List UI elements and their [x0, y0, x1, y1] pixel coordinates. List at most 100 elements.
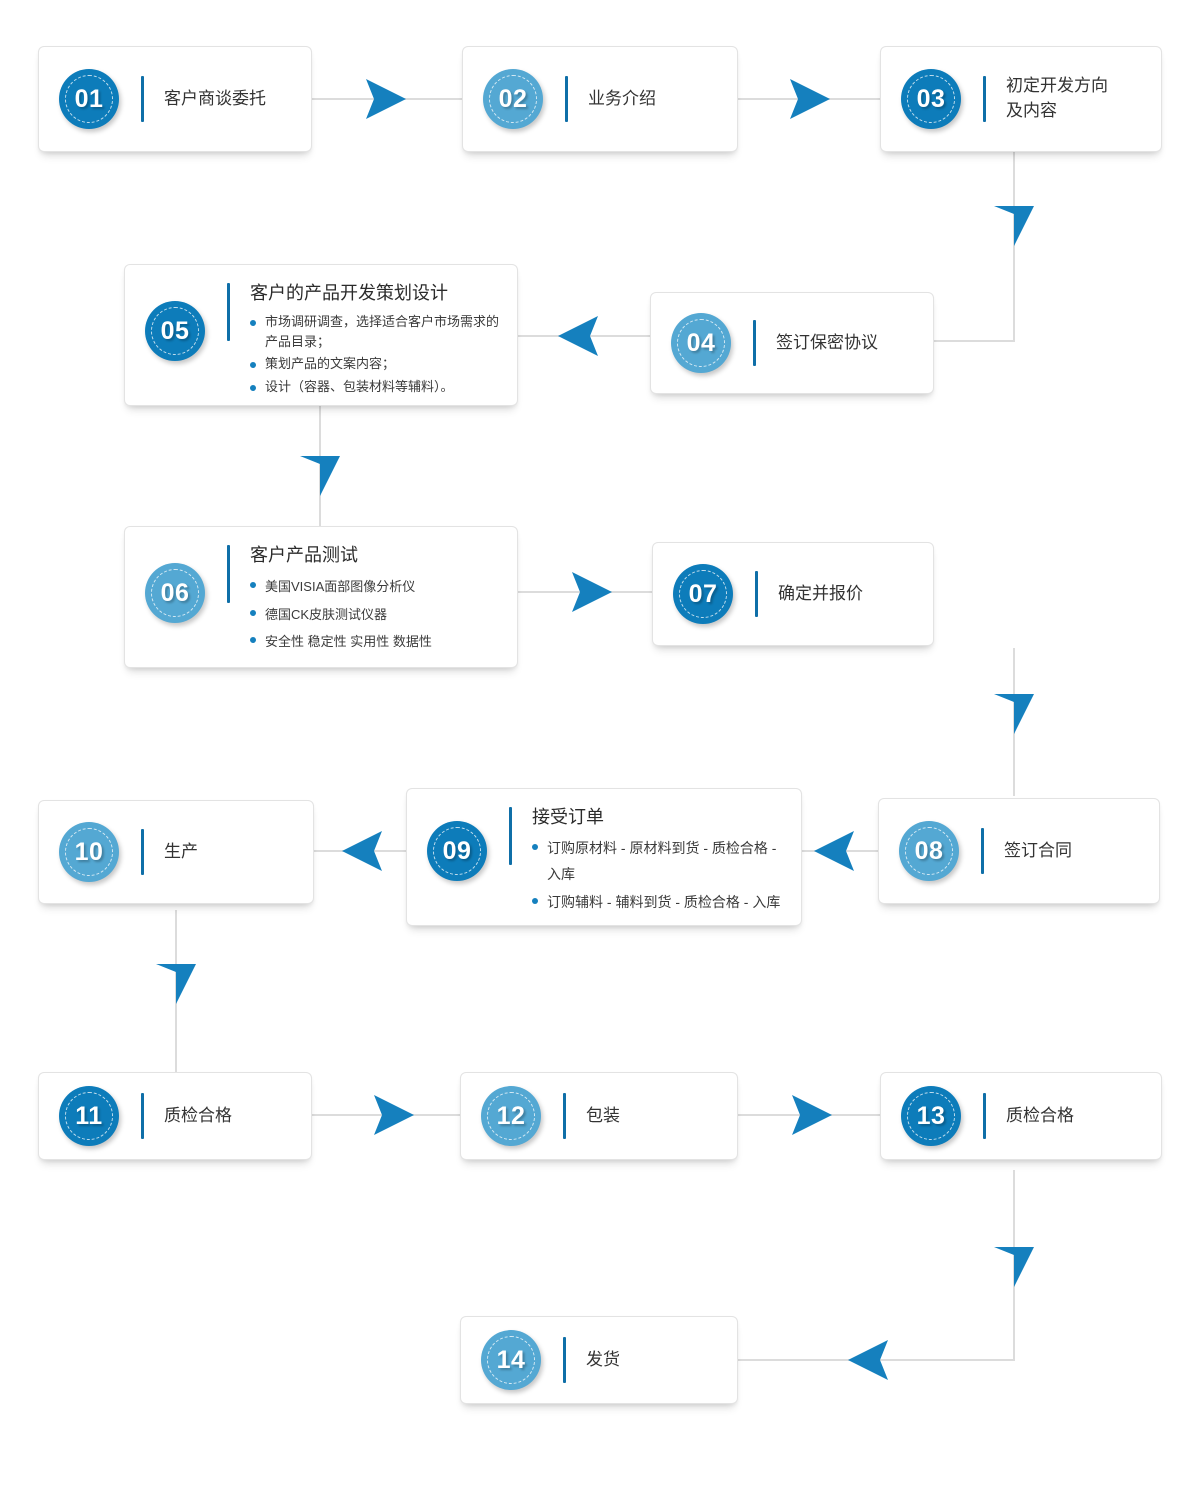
step-label-14: 发货: [586, 1349, 620, 1369]
step-number-10: 10: [74, 837, 104, 866]
step-divider-09: [509, 807, 512, 865]
step-card-04[interactable]: 04 签订保密协议: [650, 292, 934, 394]
step-body-07: 确定并报价: [778, 582, 919, 607]
step-body-10: 生产: [164, 840, 299, 865]
bullet-item: 德国CK皮肤测试仪器: [250, 602, 503, 627]
step-divider-10: [141, 829, 144, 875]
step-number-11: 11: [75, 1101, 103, 1130]
step-body-05: 客户的产品开发策划设计 市场调研调查，选择适合客户市场需求的产品目录； 策划产品…: [250, 265, 503, 399]
step-number-09: 09: [442, 836, 472, 865]
step-badge-14: 14: [481, 1330, 541, 1390]
step-card-10[interactable]: 10 生产: [38, 800, 314, 904]
step-badge-05: 05: [145, 301, 205, 361]
step-card-06[interactable]: 06 客户产品测试 美国VISIA面部图像分析仪 德国CK皮肤测试仪器 安全性 …: [124, 526, 518, 668]
bullet-item: 策划产品的文案内容；: [250, 354, 503, 374]
step-card-01[interactable]: 01 客户商谈委托: [38, 46, 312, 152]
arrow-left-13-14: [848, 1340, 888, 1380]
arrow-down-05-06: [300, 456, 340, 496]
step-label-03: 初定开发方向 及内容: [1006, 76, 1108, 120]
step-number-01: 01: [74, 84, 104, 113]
step-divider-05: [227, 283, 230, 341]
arrow-right-06-07: [572, 572, 612, 612]
step-badge-13: 13: [901, 1086, 961, 1146]
step-number-14: 14: [496, 1345, 526, 1374]
step-label-11: 质检合格: [164, 1105, 232, 1125]
step-card-05[interactable]: 05 客户的产品开发策划设计 市场调研调查，选择适合客户市场需求的产品目录； 策…: [124, 264, 518, 406]
step-badge-06: 06: [145, 563, 205, 623]
step-bullets-05: 市场调研调查，选择适合客户市场需求的产品目录； 策划产品的文案内容； 设计（容器…: [250, 312, 503, 397]
step-divider-13: [983, 1093, 986, 1139]
step-body-04: 签订保密协议: [776, 331, 919, 356]
step-heading-05: 客户的产品开发策划设计: [250, 283, 448, 303]
step-divider-08: [981, 828, 984, 874]
step-number-04: 04: [686, 328, 716, 357]
step-divider-03: [983, 76, 986, 122]
step-body-01: 客户商谈委托: [164, 87, 297, 112]
step-card-02[interactable]: 02 业务介绍: [462, 46, 738, 152]
step-badge-04: 04: [671, 313, 731, 373]
step-badge-12: 12: [481, 1086, 541, 1146]
step-card-14[interactable]: 14 发货: [460, 1316, 738, 1404]
step-body-09: 接受订单 订购原材料 - 原材料到货 - 质检合格 - 入库 订购辅料 - 辅料…: [532, 789, 787, 918]
step-label-07: 确定并报价: [778, 583, 863, 603]
step-label-10: 生产: [164, 841, 198, 861]
arrow-down-13-14: [994, 1247, 1034, 1287]
line-13-14: [738, 1170, 1015, 1361]
step-bullets-09: 订购原材料 - 原材料到货 - 质检合格 - 入库 订购辅料 - 辅料到货 - …: [532, 836, 787, 916]
step-label-08: 签订合同: [1004, 840, 1072, 860]
step-number-02: 02: [498, 84, 528, 113]
step-number-08: 08: [914, 836, 944, 865]
step-badge-03: 03: [901, 69, 961, 129]
step-body-03: 初定开发方向 及内容: [1006, 74, 1147, 123]
step-number-05: 05: [160, 316, 190, 345]
step-label-01: 客户商谈委托: [164, 88, 266, 108]
step-label-02: 业务介绍: [588, 88, 656, 108]
step-label-04: 签订保密协议: [776, 332, 878, 352]
step-card-11[interactable]: 11 质检合格: [38, 1072, 312, 1160]
step-card-07[interactable]: 07 确定并报价: [652, 542, 934, 646]
arrow-right-11-12: [374, 1095, 414, 1135]
step-number-12: 12: [496, 1101, 526, 1130]
step-body-13: 质检合格: [1006, 1104, 1147, 1129]
step-divider-01: [141, 76, 144, 122]
arrow-left-04-05: [558, 316, 598, 356]
step-card-08[interactable]: 08 签订合同: [878, 798, 1160, 904]
step-number-06: 06: [160, 578, 190, 607]
step-body-12: 包装: [586, 1104, 723, 1129]
step-badge-02: 02: [483, 69, 543, 129]
step-body-06: 客户产品测试 美国VISIA面部图像分析仪 德国CK皮肤测试仪器 安全性 稳定性…: [250, 527, 503, 656]
step-badge-11: 11: [59, 1086, 119, 1146]
bullet-item: 订购辅料 - 辅料到货 - 质检合格 - 入库: [532, 890, 787, 916]
step-divider-12: [563, 1093, 566, 1139]
step-badge-07: 07: [673, 564, 733, 624]
step-card-03[interactable]: 03 初定开发方向 及内容: [880, 46, 1162, 152]
step-body-14: 发货: [586, 1348, 723, 1373]
step-label-12: 包装: [586, 1105, 620, 1125]
step-number-07: 07: [688, 579, 718, 608]
step-label-13: 质检合格: [1006, 1105, 1074, 1125]
step-body-11: 质检合格: [164, 1104, 297, 1129]
bullet-item: 设计（容器、包装材料等辅料）。: [250, 377, 503, 397]
bullet-item: 安全性 稳定性 实用性 数据性: [250, 629, 503, 654]
step-card-09[interactable]: 09 接受订单 订购原材料 - 原材料到货 - 质检合格 - 入库 订购辅料 -…: [406, 788, 802, 926]
step-divider-06: [227, 545, 230, 603]
step-divider-02: [565, 76, 568, 122]
arrow-down-07-08: [994, 694, 1034, 734]
arrow-down-03-04: [994, 206, 1034, 246]
step-heading-06: 客户产品测试: [250, 545, 358, 565]
arrow-left-08-09: [814, 831, 854, 871]
step-card-12[interactable]: 12 包装: [460, 1072, 738, 1160]
arrow-left-09-10: [342, 831, 382, 871]
line-03-04: [934, 150, 1015, 342]
step-heading-09: 接受订单: [532, 807, 604, 827]
bullet-item: 美国VISIA面部图像分析仪: [250, 574, 503, 599]
step-divider-14: [563, 1337, 566, 1383]
arrow-down-10-11: [156, 964, 196, 1004]
bullet-item: 订购原材料 - 原材料到货 - 质检合格 - 入库: [532, 836, 787, 888]
step-divider-04: [753, 320, 756, 366]
step-body-02: 业务介绍: [588, 87, 723, 112]
step-number-13: 13: [916, 1101, 946, 1130]
step-card-13[interactable]: 13 质检合格: [880, 1072, 1162, 1160]
